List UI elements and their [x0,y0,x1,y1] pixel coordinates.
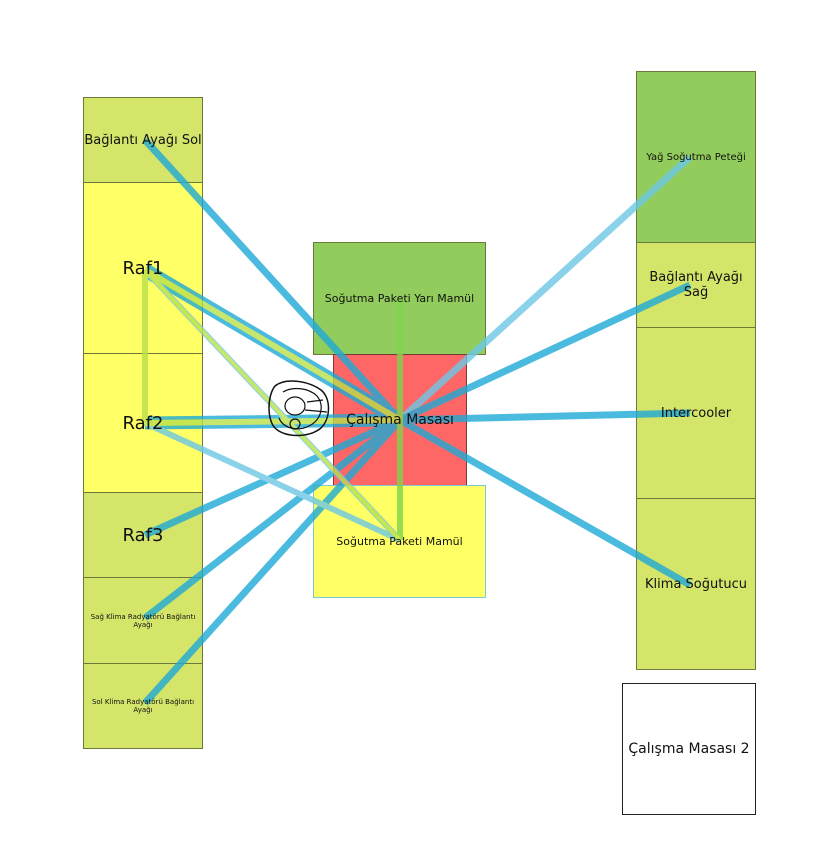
station-baglanti-ayagi-sol: Bağlantı Ayağı Sol [83,97,203,183]
station-label: Sol Klima Radyatörü Bağlantı Ayağı [91,698,195,714]
station-intercooler: Intercooler [636,327,756,499]
station-label: Raf3 [122,524,164,546]
station-yag-sogutma-petegi: Yağ Soğutma Peteği [636,71,756,243]
station-sogutma-yari-mamul: Soğutma Paketi Yarı Mamül [313,242,486,355]
station-baglanti-ayagi-sag: Bağlantı Ayağı Sağ [636,242,756,328]
operator-icon [268,380,330,437]
station-raf2: Raf2 [83,353,203,493]
station-sag-klima: Sağ Klima Radyatörü Bağlantı Ayağı [83,577,203,664]
station-label: Bağlantı Ayağı Sol [84,132,202,148]
station-calisma-masasi-2: Çalışma Masası 2 [622,683,756,815]
station-label: Klima Soğutucu [645,576,747,592]
station-label: Soğutma Paketi Mamül [336,535,463,548]
station-sol-klima: Sol Klima Radyatörü Bağlantı Ayağı [83,663,203,749]
station-sogutma-mamul: Soğutma Paketi Mamül [313,485,486,598]
station-raf1: Raf1 [83,182,203,354]
station-calisma-masasi: Çalışma Masası [333,354,467,486]
station-label: Yağ Soğutma Peteği [646,151,746,163]
station-label: Soğutma Paketi Yarı Mamül [324,292,475,305]
station-label: Intercooler [660,405,732,421]
station-label: Raf1 [122,257,164,279]
station-label: Çalışma Masası 2 [628,741,750,757]
station-klima-sogutucu: Klima Soğutucu [636,498,756,670]
station-label: Bağlantı Ayağı Sağ [649,270,743,300]
station-label: Çalışma Masası [346,412,454,428]
station-raf3: Raf3 [83,492,203,578]
station-label: Sağ Klima Radyatörü Bağlantı Ayağı [90,612,196,629]
station-label: Raf2 [122,412,164,434]
